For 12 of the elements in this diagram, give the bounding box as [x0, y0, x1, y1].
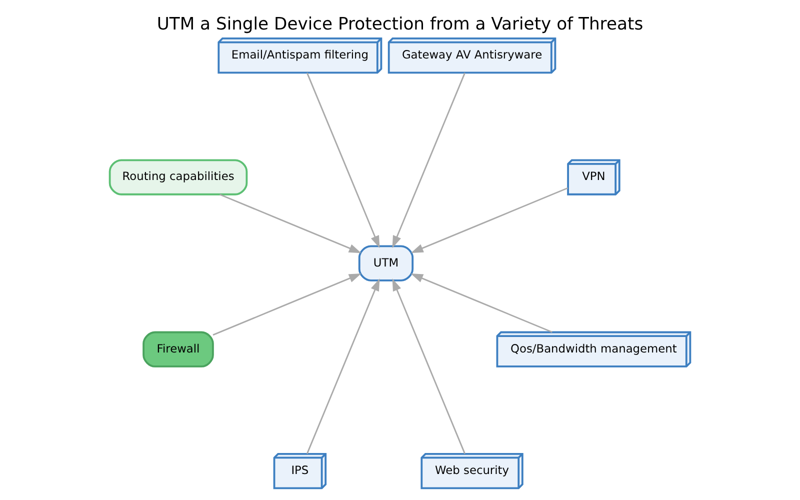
- arrow: [392, 278, 466, 454]
- arrow: [306, 72, 380, 248]
- node-box: Firewall: [142, 331, 214, 368]
- diagram-title: UTM a Single Device Protection from a Variety of Threats: [156, 14, 644, 34]
- node-box: UTM: [358, 245, 414, 282]
- arrow: [410, 187, 568, 253]
- arrow: [220, 194, 362, 254]
- arrow: [392, 72, 466, 248]
- arrow: [212, 274, 362, 336]
- arrow: [306, 278, 380, 454]
- node-box: Routing capabilities: [108, 159, 248, 196]
- arrow: [410, 274, 552, 333]
